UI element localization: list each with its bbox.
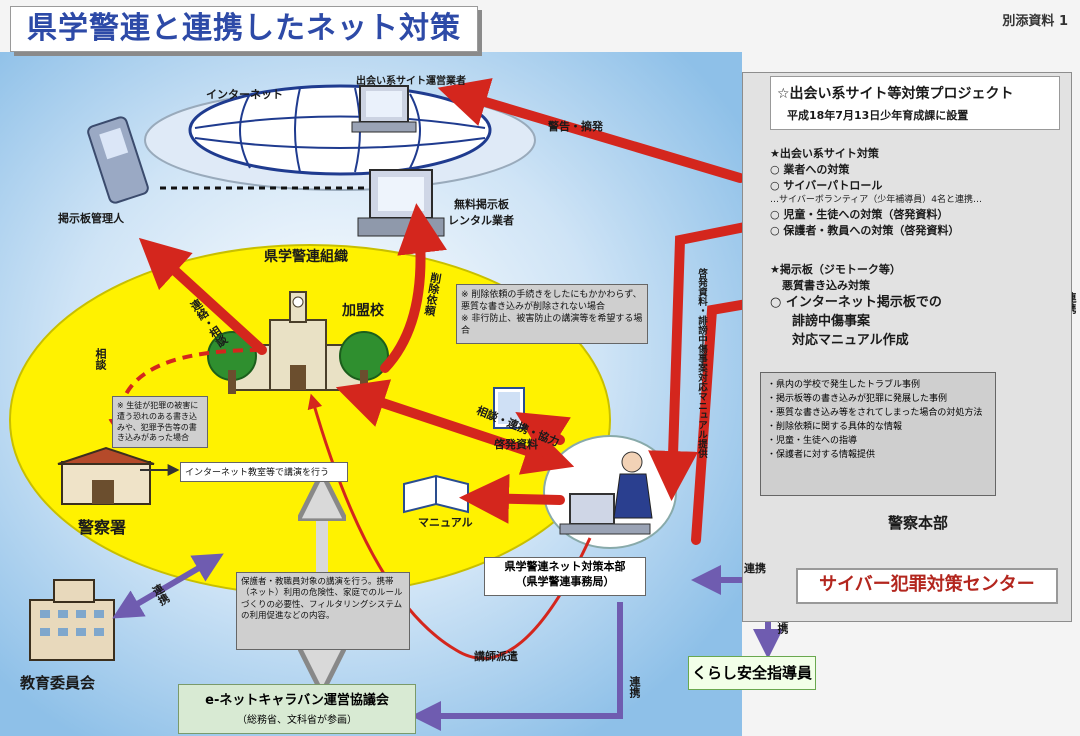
bbs-header: ★掲示板（ジモトーク等） [770,263,901,276]
bbs-item: 誹謗中傷事案 [792,313,871,329]
police-hq-label: 警察本部 [888,514,949,532]
deletion-note-2: ※ 非行防止、被害防止の講演等を希望する場合 [461,314,643,337]
police-station-label: 警察署 [78,518,127,537]
issues-box: ・県内の学校で発生したトラブル事例 ・掲示板等の書き込みが犯罪に発展した事例 ・… [760,372,996,496]
deletion-note-box: ※ 削除依頼の手続きをしたにもかかわらず、悪質な書き込みが削除されない場合 ※ … [456,284,648,344]
bbs-admin-label: 掲示板管理人 [58,212,124,225]
deletion-note-1: ※ 削除依頼の手続きをしたにもかかわらず、悪質な書き込みが削除されない場合 [461,290,642,313]
caravan-note-box: 保護者・教職員対象の講演を行う。携帯（ネット）利用の危険性、家庭でのルールづくり… [236,572,410,650]
internet-label: インターネット [206,88,283,101]
issue-item: ・児童・生徒への指導 [767,435,858,446]
project-header: ☆出会い系サイト等対策プロジェクト 平成18年7月13日少年育成課に設置 [770,76,1060,130]
hq-name-box: 県学警連ネット対策本部 （県学警連事務局） [484,557,646,596]
arrow-materials [515,412,571,460]
bbs-rental-line1: 無料掲示板 [454,198,509,211]
warning-detection-label: 警告・摘発 [548,120,603,133]
document-tag: 別添資料 1 [1002,14,1068,29]
project-title: ☆出会い系サイト等対策プロジェクト [777,86,1014,102]
dating-item: ○ サイバーパトロール [770,178,883,192]
bbs-measures: ★掲示板（ジモトーク等） 悪質書き込み対策 ○ インターネット掲示板での 誹謗中… [770,262,942,350]
dispatch-lecturer-label: 講師派遣 [474,650,518,663]
kurashi-box: くらし安全指導員 [688,656,816,690]
police-action-box: インターネット教室等で講演を行う [180,462,348,482]
materials-label: 啓発資料 [494,438,538,451]
issue-item: ・県内の学校で発生したトラブル事例 [767,380,921,390]
caravan-box: e-ネットキャラバン運営協議会 （総務省、文科省が参画） [178,684,416,734]
arrow-warning [437,78,745,183]
issue-item: ・掲示板等の書き込みが犯罪に発展した事例 [767,393,948,404]
internet-globe [188,84,492,176]
arrow-dispatch-lecturer [307,393,592,660]
hq-office-icon [543,435,677,549]
education-board-label: 教育委員会 [20,674,96,692]
dating-item: ○ 児童・生徒への対策（啓発資料） [770,207,949,221]
link-cyber-label: 連携 [744,562,766,575]
bbs-sub: 悪質書き込み対策 [782,278,870,292]
issue-item: ・削除依頼に関する具体的な情報 [767,421,903,432]
education-board-icon [29,579,115,661]
bbs-item: 対応マニュアル作成 [792,332,909,348]
bbs-rental-line2: レンタル業者 [448,214,514,227]
link-caravan-label: 連携 [628,676,641,698]
dating-item: …サイバーボランティア（少年補導員）4名と連携… [770,194,983,205]
dating-item: ○ 業者への対策 [770,162,850,176]
police-consult-label: 相談 [94,348,107,370]
member-school-label: 加盟校 [342,303,384,319]
arrow-manual [459,473,565,524]
police-station-icon [57,446,155,505]
arrow-deletion-request [380,203,447,373]
phone-icon [87,116,149,204]
bbs-item: ○ インターネット掲示板での [770,294,942,310]
dating-item: ○ 保護者・教員への対策（啓発資料） [770,223,960,237]
project-panel [742,72,1072,622]
arrow-link-caravan [411,602,623,731]
page-title: 県学警連と連携したネット対策 [10,6,478,52]
manual-label: マニュアル [418,516,473,529]
hq-name-line2: （県学警連事務局） [515,575,615,589]
arrow-police-consult [108,348,261,438]
cyber-crime-center-box: サイバー犯罪対策センター [796,568,1058,604]
project-subtitle: 平成18年7月13日少年育成課に設置 [787,109,969,122]
dating-header: ★出会い系サイト対策 [770,147,879,160]
org-label: 県学警連組織 [264,249,348,265]
arrow-materials-to-project [648,219,765,501]
issue-item: ・悪質な書き込み等をされてしまった場合の対処方法 [767,407,983,418]
caravan-sub: （総務省、文科省が参画） [237,715,357,726]
desktop-computer-icon [357,169,445,237]
dating-operator-label: 出会い系サイト運営業者 [356,76,466,87]
arrow-edu-link [112,553,224,619]
awareness-materials-label: 啓発資料・誹謗中傷事案対応マニュアル提供 [696,268,707,458]
police-note-box: ※ 生徒が犯罪の被害に遭う恐れのある書き込みや、犯罪予告等の書き込みがあった場合 [112,396,208,448]
hq-name-line1: 県学警連ネット対策本部 [504,560,626,573]
laptop-icon [351,85,417,133]
caravan-name: e-ネットキャラバン運営協議会 [205,693,389,708]
dating-measures: ★出会い系サイト対策 ○ 業者への対策 ○ サイバーパトロール …サイバーボラン… [770,146,982,239]
issue-item: ・保護者に対する情報提供 [767,449,876,460]
arrow-to-bbs-admin [138,237,267,355]
